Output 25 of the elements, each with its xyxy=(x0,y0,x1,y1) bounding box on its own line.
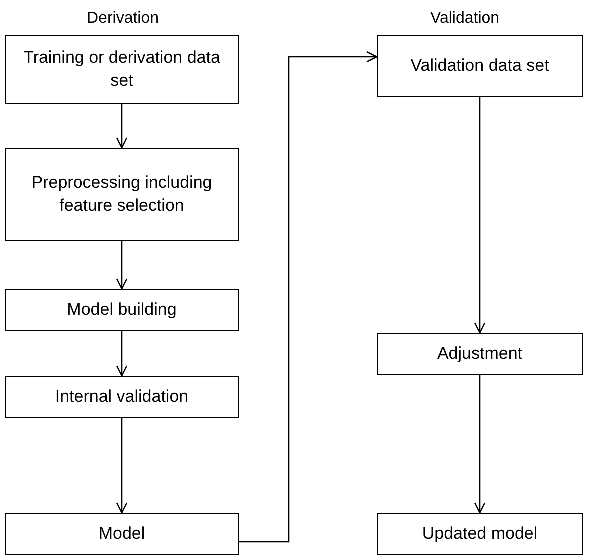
process-box xyxy=(5,35,239,104)
box-text: Model xyxy=(98,522,146,545)
box-text: Model building xyxy=(67,298,177,321)
process-box xyxy=(377,333,583,375)
arrow xyxy=(116,241,128,290)
box-text: Preprocessing including feature selection xyxy=(30,172,214,216)
box-text: Updated model xyxy=(422,522,538,545)
process-box xyxy=(5,148,239,241)
arrow xyxy=(239,51,378,543)
box-text: Internal validation xyxy=(55,386,189,408)
process-box xyxy=(5,376,239,418)
arrow xyxy=(116,104,128,149)
column-heading: Derivation xyxy=(86,10,160,28)
arrow xyxy=(116,418,128,514)
arrow xyxy=(116,331,128,377)
arrow xyxy=(474,375,486,514)
process-box xyxy=(377,513,583,555)
arrow xyxy=(474,97,486,334)
process-box xyxy=(5,289,239,331)
process-box xyxy=(377,35,583,97)
box-text: Training or derivation data set xyxy=(22,47,222,92)
column-heading: Validation xyxy=(430,10,500,28)
box-text: Adjustment xyxy=(437,342,523,365)
box-text: Validation data set xyxy=(410,54,550,77)
process-box xyxy=(5,513,239,555)
